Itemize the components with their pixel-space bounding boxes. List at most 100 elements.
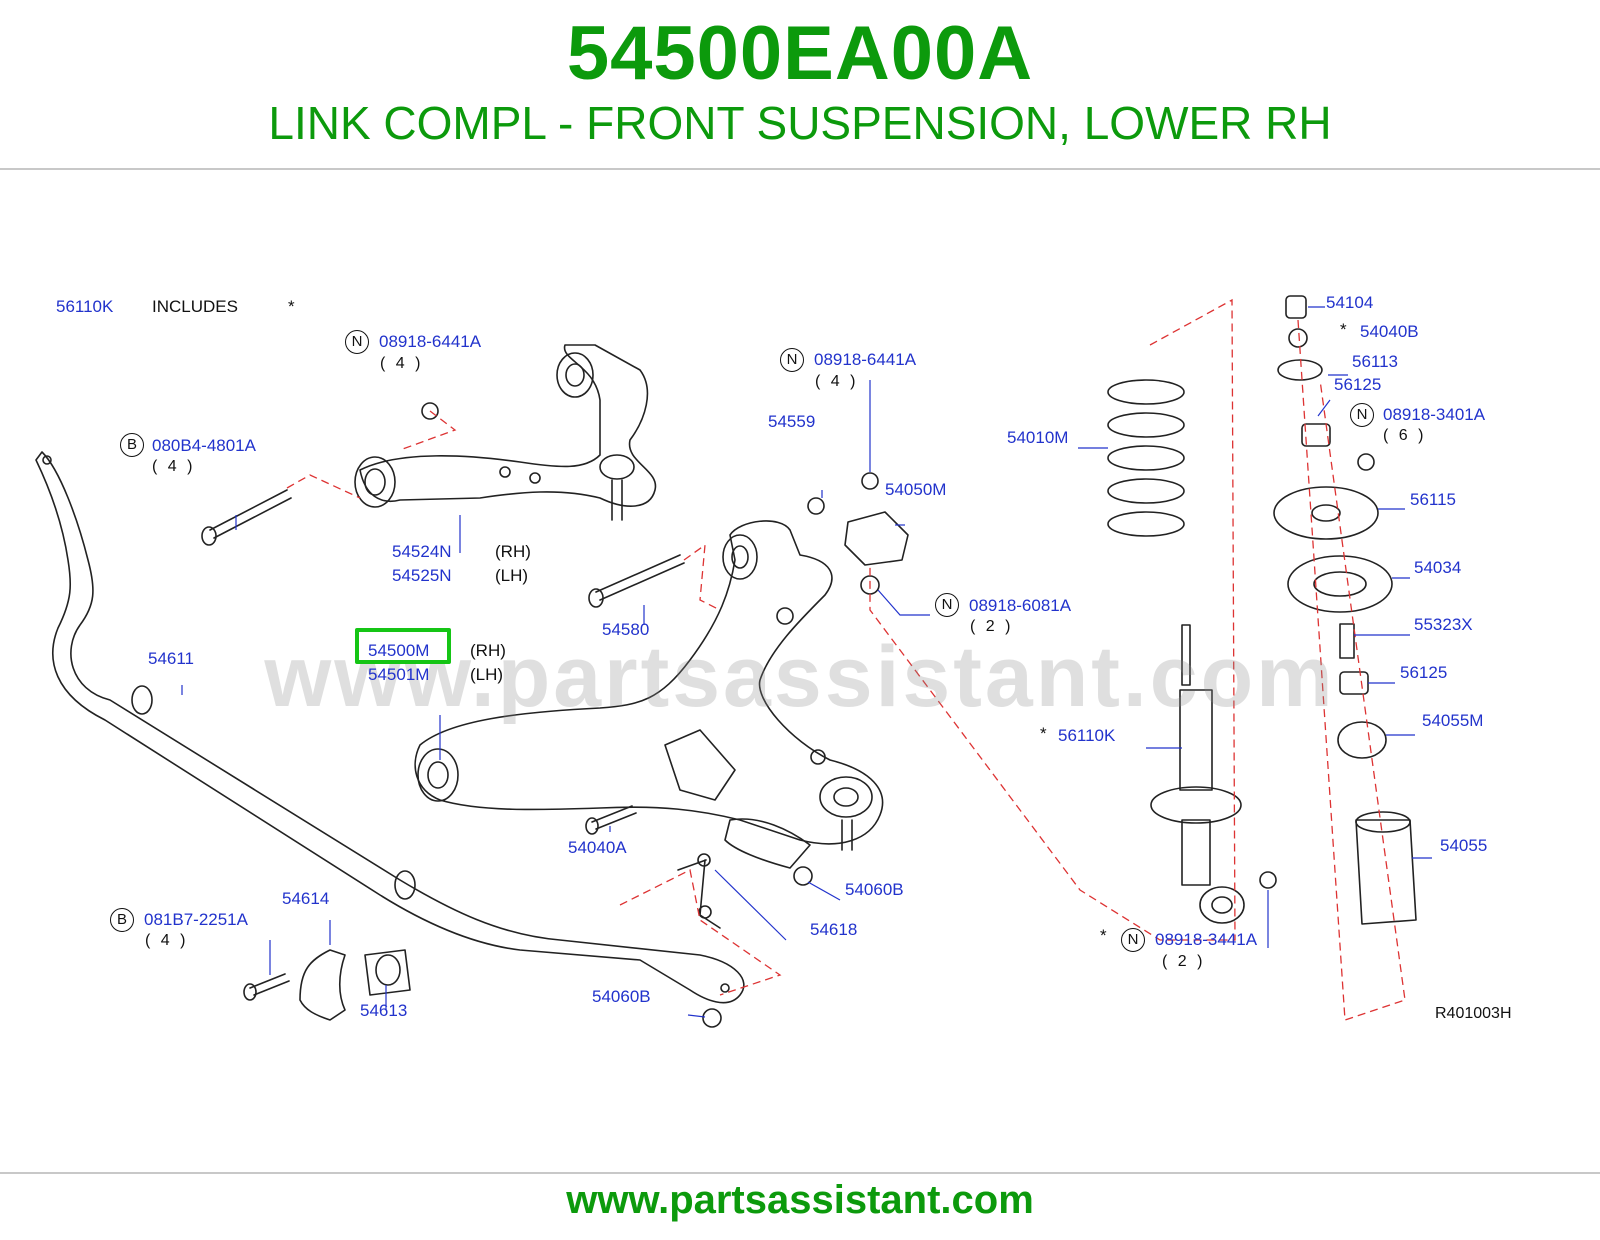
header-divider [0,168,1600,170]
dashed-outline-lower-bolt [683,543,721,611]
lower-ball-joint [819,776,873,818]
dashed-outline-shock [869,298,1236,941]
nut-symbol-icon: N [1121,928,1145,952]
label-54501M[interactable]: 54501M [368,665,430,684]
dashed-outline-upper-bolt [286,474,361,499]
label-54611[interactable]: 54611 [148,649,195,668]
label-54500M[interactable]: 54500M [368,641,430,660]
label-08918-3401A[interactable]: 08918-3401A [1383,405,1486,424]
page-header: 54500EA00A LINK COMPL - FRONT SUSPENSION… [0,0,1600,170]
label-54010M[interactable]: 54010M [1007,428,1069,447]
label-54040A[interactable]: 54040A [568,838,627,857]
label-56125-a[interactable]: 56125 [1334,375,1382,394]
stabilizer-link-54618 [677,859,721,929]
asterisk-marker: * [1040,724,1047,743]
cap-54050M [844,511,909,566]
bump-cap-54104 [1285,295,1307,319]
label-080B4-4801A[interactable]: 080B4-4801A [152,436,256,455]
nut-upper-right [861,472,879,490]
bolt-symbol-icon: B [120,433,144,457]
asterisk-marker: * [1100,926,1107,945]
label-08918-6441A-left[interactable]: 08918-6441A [379,332,482,351]
diagram-line-art [35,295,1432,1028]
coil-spring-54010M [1107,379,1185,537]
bolt-081B7 [249,973,290,996]
dashed-outline-link [619,869,782,996]
label-54618[interactable]: 54618 [810,920,858,939]
washer-56113 [1277,359,1323,381]
shock-absorber-56110K [1150,624,1245,924]
lh-marker-2: (LH) [470,665,504,684]
footer-divider [0,1172,1600,1174]
label-54040B[interactable]: 54040B [1360,322,1419,341]
nut-symbol-icon: N [780,348,804,372]
nut-54040B [1288,328,1308,348]
bushing-56125-top [1301,423,1331,447]
label-54580[interactable]: 54580 [602,620,650,639]
label-54104[interactable]: 54104 [1326,293,1374,312]
clamp-54614 [299,949,346,1021]
label-55323X[interactable]: 55323X [1414,615,1473,634]
label-56125-b[interactable]: 56125 [1400,663,1448,682]
label-54050M[interactable]: 54050M [885,480,947,499]
watermark: www.partsassistant.com [264,629,1336,725]
label-56113[interactable]: 56113 [1352,352,1399,371]
rh-marker-1: (RH) [495,542,531,561]
bolt-symbol-icon: B [110,908,134,932]
diagram-reference: R401003H [1435,1005,1512,1022]
mount-56115 [1273,486,1379,540]
qty-4-c: ( 4 ) [815,373,859,390]
label-08918-6081A[interactable]: 08918-6081A [969,596,1072,615]
label-54060B-1[interactable]: 54060B [845,880,904,899]
bolt-54580 [595,554,685,601]
nut-54060B-b [702,1008,722,1028]
qty-4-a: ( 4 ) [380,355,424,372]
bound-bumper-54055M [1337,721,1387,759]
label-56110K[interactable]: 56110K [1058,726,1116,745]
label-08918-6441A-right[interactable]: 08918-6441A [814,350,917,369]
qty-2-b: ( 2 ) [1162,953,1206,970]
highlight-box [355,628,451,664]
label-54055[interactable]: 54055 [1440,836,1488,855]
dust-cover-54055 [1355,819,1417,925]
exploded-parts-diagram: www.partsassistant.com 56110K INCLUDES *… [0,270,1600,1060]
label-54524N[interactable]: 54524N [392,542,452,561]
label-54614[interactable]: 54614 [282,889,330,908]
lower-link-arm [414,520,884,845]
seat-54034 [1287,555,1393,613]
label-54055M[interactable]: 54055M [1422,711,1484,730]
asterisk-marker: * [1340,320,1347,339]
nut-3401A [1357,453,1375,471]
includes-note: INCLUDES [152,297,238,316]
washer-54559 [807,497,825,515]
lower-arm-bushing [417,748,459,802]
footer-url-link[interactable]: www.partsassistant.com [566,1178,1034,1222]
label-54060B-2[interactable]: 54060B [592,987,651,1006]
stabilizer-bar [35,451,745,1004]
bolt-54040A [591,805,637,830]
label-081B7-2251A[interactable]: 081B7-2251A [144,910,248,929]
label-54525N[interactable]: 54525N [392,566,452,585]
nut-symbol-icon: N [935,593,959,617]
label-56115[interactable]: 56115 [1410,490,1457,509]
bushing-54613 [364,949,411,996]
label-08918-3441A[interactable]: 08918-3441A [1155,930,1258,949]
label-56110K-note[interactable]: 56110K [56,297,114,316]
spacer-55323X [1339,623,1355,659]
part-name-subtitle: LINK COMPL - FRONT SUSPENSION, LOWER RH [268,97,1332,149]
label-54613[interactable]: 54613 [360,1001,408,1020]
label-54559[interactable]: 54559 [768,412,816,431]
upper-ball-joint [599,454,635,480]
qty-4-b: ( 4 ) [152,458,196,475]
upper-link-arm [359,344,657,507]
rh-marker-2: (RH) [470,641,506,660]
stabilizer-bushing-ring [131,685,153,715]
upper-arm-bushing [354,456,396,508]
label-54034[interactable]: 54034 [1414,558,1462,577]
part-number-title: 54500EA00A [566,11,1034,96]
bolt-080B4 [209,489,292,539]
qty-4-d: ( 4 ) [145,932,189,949]
nut-upper-left [421,402,439,420]
nut-symbol-icon: N [1350,403,1374,427]
qty-2-a: ( 2 ) [970,618,1014,635]
